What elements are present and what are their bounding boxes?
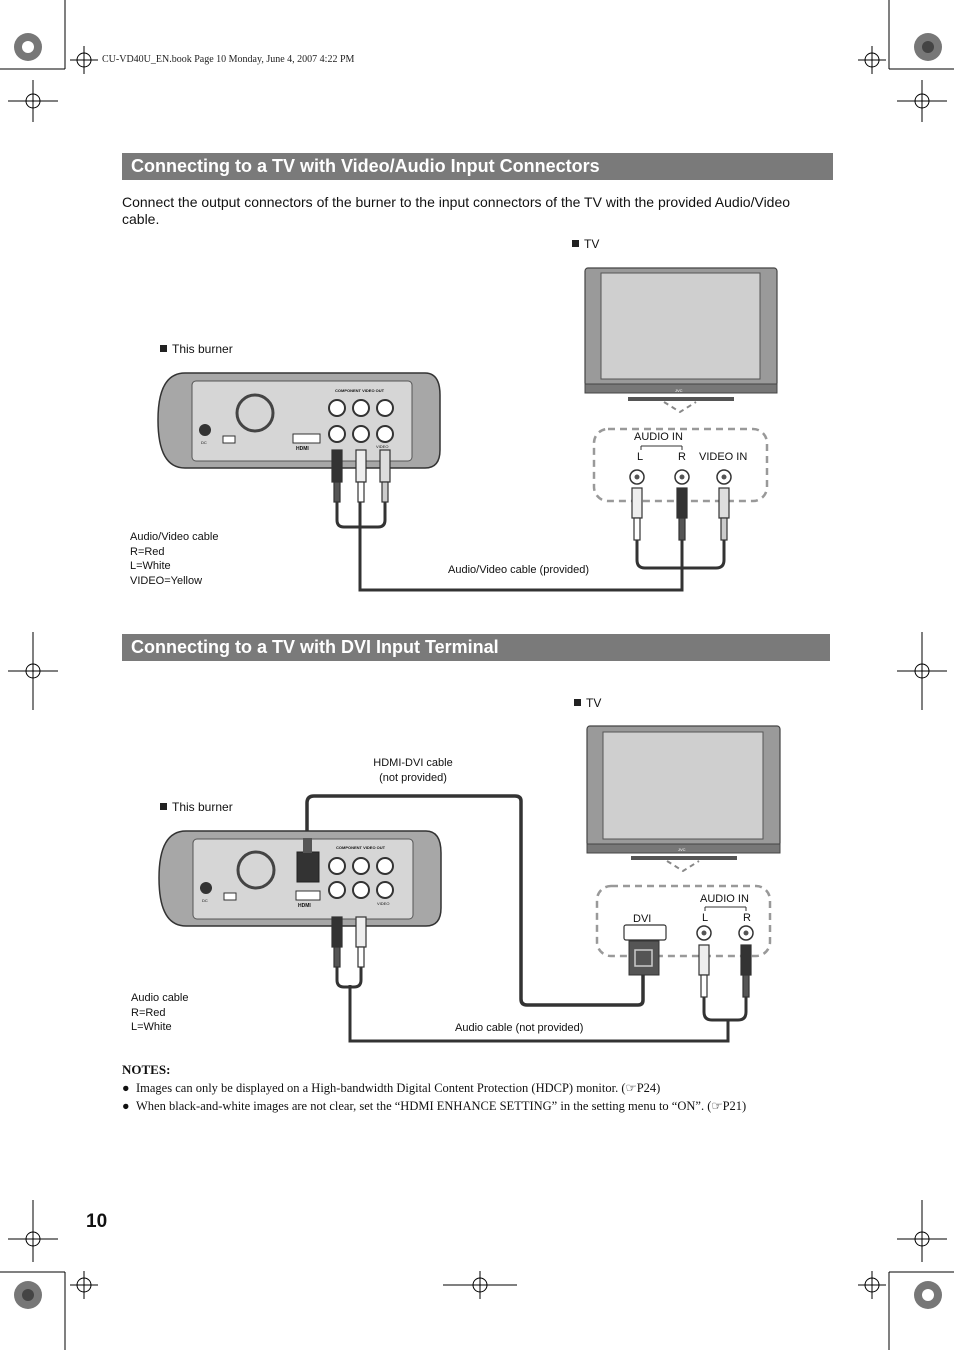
audio-cable-legend: Audio cable R=Red L=White xyxy=(131,991,189,1035)
audio-cable-title: Audio cable xyxy=(131,992,189,1004)
hdmi-port-label-1: HDMI xyxy=(296,446,309,452)
square-bullet-icon xyxy=(574,699,581,706)
video-port-label-2: VIDEO xyxy=(377,901,390,906)
av-cable-title: Audio/Video cable xyxy=(130,531,219,543)
video-in-label: VIDEO IN xyxy=(699,451,748,463)
av-cable-yellow: VIDEO=Yellow xyxy=(130,574,203,587)
intro-text: Connect the output connectors of the bur… xyxy=(122,194,791,227)
dc-label-1: DC xyxy=(201,440,207,445)
av-cable-white: L=White xyxy=(130,560,171,572)
crosshair-icon xyxy=(8,46,947,1299)
r-label-2: R xyxy=(743,912,751,924)
l-label-1: L xyxy=(637,451,644,463)
note-item-1: ●Images can only be displayed on a High-… xyxy=(122,1081,661,1095)
audio-cable-red: R=Red xyxy=(131,1006,166,1019)
audio-in-label-1: AUDIO IN xyxy=(634,431,683,443)
burner-illustration xyxy=(158,830,442,927)
page-number: 10 xyxy=(86,1211,108,1232)
bullet-icon: ● xyxy=(122,1081,130,1095)
tv-label-1: TV xyxy=(572,237,599,251)
square-bullet-icon xyxy=(160,345,167,352)
hdmi-port-label-2: HDMI xyxy=(298,903,311,909)
l-label-2: L xyxy=(702,912,709,924)
av-cable-red: R=Red xyxy=(130,545,165,558)
tv-brand-2: JVC xyxy=(678,847,686,852)
section-title-av: Connecting to a TV with Video/Audio Inpu… xyxy=(122,153,833,180)
r-label-1: R xyxy=(678,451,686,463)
dc-label-2: DC xyxy=(202,898,208,903)
tv-input-panel xyxy=(595,884,772,958)
burner-side-plugs xyxy=(331,449,391,503)
video-port-label-1: VIDEO xyxy=(376,444,389,449)
audio-cable-not-provided-label: Audio cable (not provided) xyxy=(455,1022,584,1034)
note-item-2: ●When black-and-white images are not cle… xyxy=(122,1099,747,1113)
component-out-label-2: COMPONENT VIDEO OUT xyxy=(336,845,386,850)
hdmi-dvi-cable-label: HDMI-DVI cable (not provided) xyxy=(371,756,455,785)
tv-illustration xyxy=(586,725,781,873)
component-out-label-1: COMPONENT VIDEO OUT xyxy=(335,388,385,393)
burner-label-1: This burner xyxy=(160,342,233,356)
tv-label-2: TV xyxy=(574,696,601,710)
dvi-label: DVI xyxy=(633,913,652,925)
square-bullet-icon xyxy=(572,240,579,247)
burner-label-2: This burner xyxy=(160,800,233,814)
bullet-icon: ● xyxy=(122,1099,130,1113)
av-cable-legend: Audio/Video cable R=Red L=White VIDEO=Ye… xyxy=(130,530,218,588)
section-title-dvi: Connecting to a TV with DVI Input Termin… xyxy=(122,634,830,661)
hdmi-dvi-cable-name: HDMI-DVI cable xyxy=(373,757,453,769)
av-cable-provided-label: Audio/Video cable (provided) xyxy=(448,564,590,576)
dvi-port xyxy=(623,924,667,976)
tv-brand-1: JVC xyxy=(675,388,683,393)
audio-cable-white: L=White xyxy=(131,1021,172,1033)
square-bullet-icon xyxy=(160,803,167,810)
burner-illustration xyxy=(157,372,441,469)
tv-side-plugs xyxy=(631,487,730,541)
hdmi-dvi-cable-note: (not provided) xyxy=(379,771,447,784)
registration-target-icon xyxy=(14,33,942,1309)
book-header: CU-VD40U_EN.book Page 10 Monday, June 4,… xyxy=(102,54,355,65)
audio-in-label-2: AUDIO IN xyxy=(700,893,749,905)
tv-illustration xyxy=(584,267,778,414)
notes-heading: NOTES: xyxy=(122,1062,171,1077)
